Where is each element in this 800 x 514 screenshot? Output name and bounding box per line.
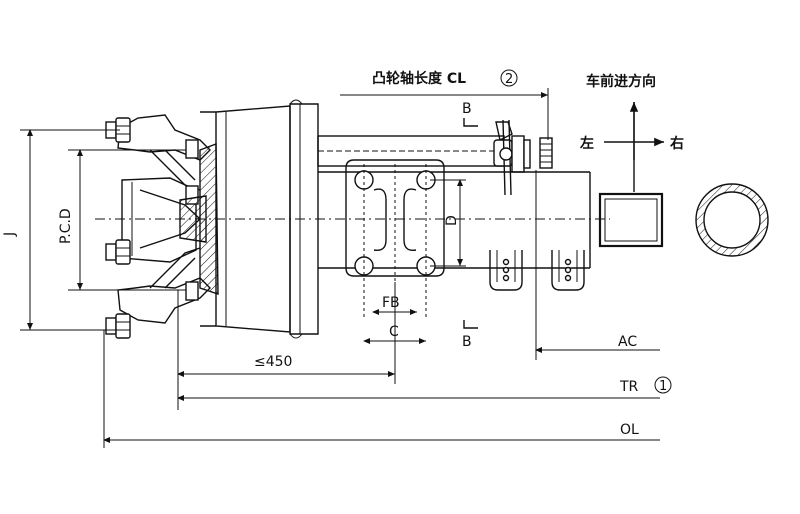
dim-j: J xyxy=(2,129,120,331)
dim-max-450: ≤450 xyxy=(177,282,396,410)
dim-ol: OL xyxy=(103,330,660,448)
square-beam-section xyxy=(598,192,664,248)
direction-right: 右 xyxy=(669,135,684,152)
direction-compass: 车前进方向 左 右 xyxy=(579,73,684,192)
dim-pcd: P.C.D xyxy=(58,149,186,291)
ac-label: AC xyxy=(618,334,637,350)
section-mark-top: B xyxy=(462,101,478,127)
camshaft xyxy=(317,119,553,196)
dim-tr: TR 1 xyxy=(177,376,672,401)
ol-label: OL xyxy=(620,422,639,438)
fb-label: FB xyxy=(382,295,400,311)
round-beam-section xyxy=(695,183,769,257)
section-label-bottom: B xyxy=(462,334,472,350)
camshaft-length-label: 凸轮轴长度 CL xyxy=(372,70,466,87)
u-bolt-bracket-left xyxy=(489,250,523,291)
section-mark-bottom: B xyxy=(462,320,478,350)
d-label: D xyxy=(444,215,460,226)
camshaft-length-mark: 2 xyxy=(505,72,513,87)
dim-d: D xyxy=(430,179,466,267)
max-450-label: ≤450 xyxy=(254,354,292,370)
pcd-label: P.C.D xyxy=(58,208,74,244)
tr-mark: 1 xyxy=(659,379,667,394)
direction-title: 车前进方向 xyxy=(586,73,656,90)
u-bolt-bracket-right xyxy=(551,250,585,291)
hub-drum-assembly xyxy=(105,99,319,339)
dim-camshaft-length: 凸轮轴长度 CL 2 xyxy=(340,69,549,140)
wheel-bolt-mid xyxy=(105,239,131,265)
wheel-bolt-bottom xyxy=(105,313,131,339)
direction-left: 左 xyxy=(579,135,594,152)
dim-ac: AC xyxy=(535,170,660,360)
c-label: C xyxy=(389,324,399,340)
section-label-top: B xyxy=(462,101,472,117)
j-label: J xyxy=(2,232,18,237)
stud-bottom xyxy=(185,281,199,301)
tr-label: TR xyxy=(619,379,639,395)
spring-seat xyxy=(345,159,445,320)
